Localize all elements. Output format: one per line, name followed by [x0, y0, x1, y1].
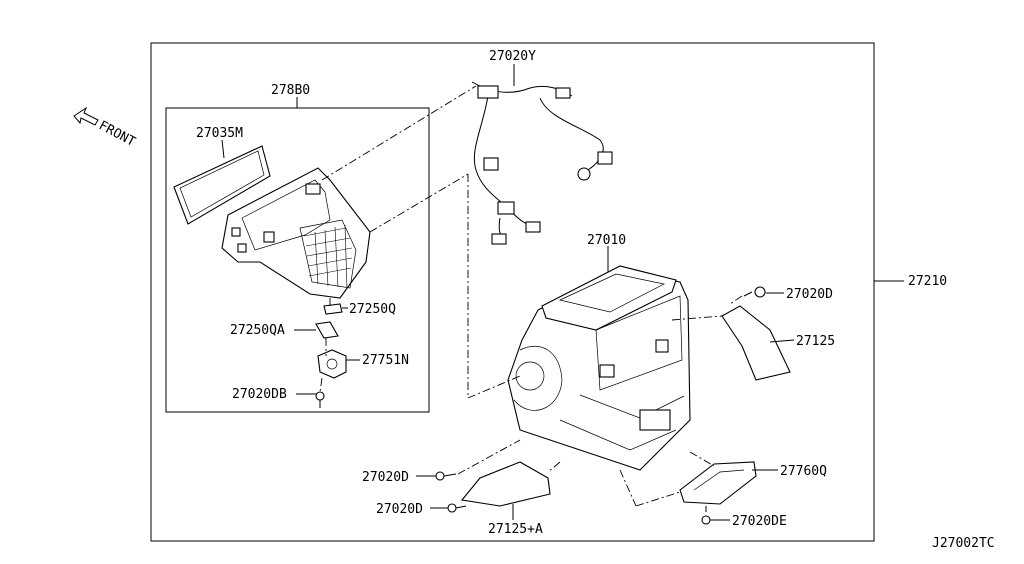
screw-27020db — [315, 391, 325, 408]
dash-line-7 — [319, 377, 323, 393]
dash-line-9 — [729, 295, 743, 305]
link-27250q — [323, 303, 343, 315]
dash-line-10 — [457, 439, 521, 475]
motor-27751n — [317, 349, 347, 379]
screw-27020d-left — [435, 471, 457, 481]
label-27020d-left: 27020D — [362, 470, 409, 485]
cover-27125a — [460, 461, 551, 507]
label-27020db: 27020DB — [232, 387, 287, 402]
bracket-27760q — [679, 461, 757, 505]
label-27035m: 27035M — [196, 126, 243, 141]
label-27020d-bottom: 27020D — [376, 502, 423, 517]
screw-27020d-bottom — [447, 503, 467, 513]
dash-line-4 — [467, 375, 521, 399]
dash-line-12 — [619, 469, 637, 507]
lever-27250qa — [315, 321, 339, 339]
screw-27020d-top — [743, 286, 766, 298]
label-27020de: 27020DE — [732, 514, 787, 529]
screw-27020de — [701, 506, 711, 525]
dash-line-1 — [321, 85, 477, 181]
label-27250qa: 27250QA — [230, 323, 285, 338]
label-27760q: 27760Q — [780, 464, 827, 479]
dash-line-2 — [369, 173, 469, 233]
label-278b0: 278B0 — [271, 83, 310, 98]
harness-27020y — [471, 81, 613, 245]
intake-unit-278b0 — [221, 167, 371, 299]
label-27125a: 27125+A — [488, 522, 543, 537]
gasket-27035m — [173, 145, 271, 225]
dash-line-13 — [635, 491, 681, 507]
label-27125: 27125 — [796, 334, 835, 349]
diagram-code: J27002TC — [932, 536, 995, 551]
front-label: FRONT — [96, 118, 138, 150]
dash-line-14 — [689, 451, 715, 467]
label-27020y: 27020Y — [489, 49, 536, 64]
assembly-frame — [150, 42, 875, 542]
front-arrow-icon — [73, 106, 99, 126]
leader-27125 — [769, 339, 795, 343]
cover-27125 — [721, 305, 791, 381]
label-27751n: 27751N — [362, 353, 409, 368]
label-27210: 27210 — [908, 274, 947, 289]
dash-line-11 — [547, 461, 561, 473]
label-27250q: 27250Q — [349, 302, 396, 317]
heater-unit-27010 — [507, 265, 691, 471]
label-27020d-top: 27020D — [786, 287, 833, 302]
leader-27035m — [221, 139, 225, 159]
label-27010: 27010 — [587, 233, 626, 248]
